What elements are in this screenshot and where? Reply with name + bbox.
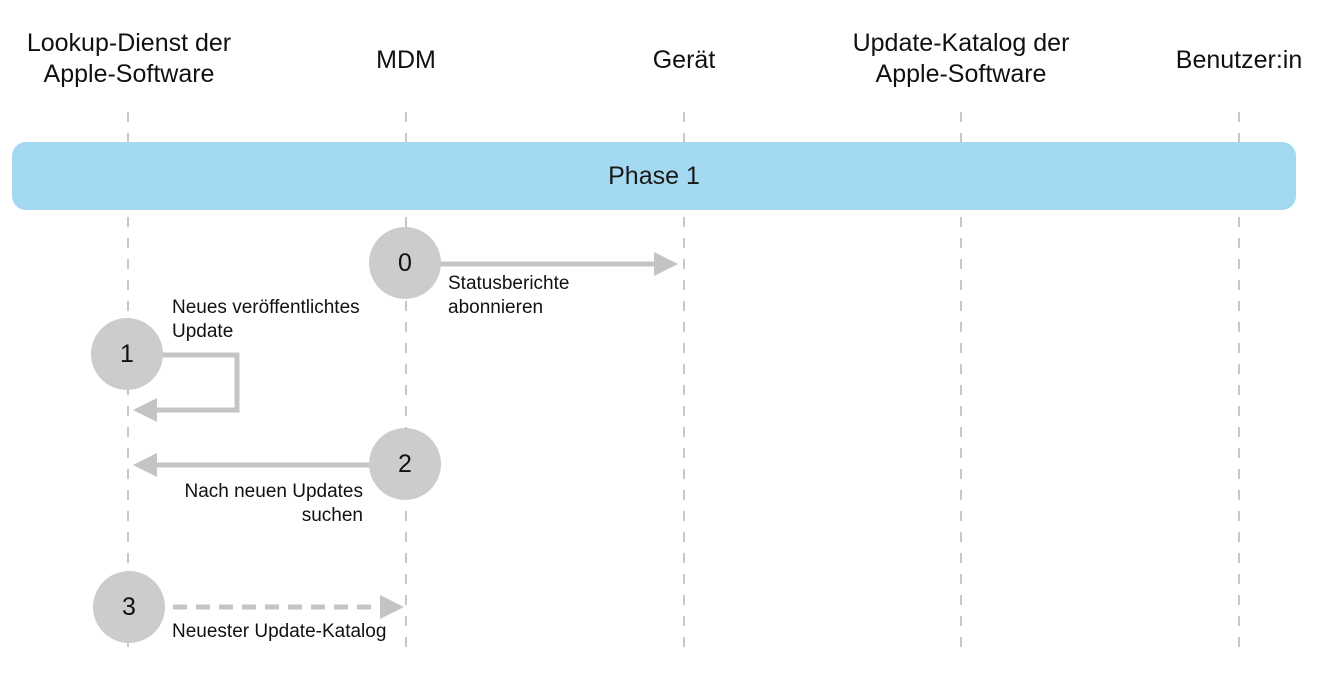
step-2-label-line2: suchen: [301, 505, 363, 526]
step-0-circle: 0: [369, 227, 441, 299]
arrow-step-1: [156, 352, 240, 413]
phase-label: Phase 1: [608, 161, 700, 190]
actor-lookup-line2: Apple-Software: [43, 60, 215, 88]
actor-mdm-line1: MDM: [376, 46, 436, 74]
actor-catalog-label: Update-Katalog der Apple-Software: [820, 28, 1102, 90]
step-3-circle: 3: [93, 571, 165, 643]
phase-bar: Phase 1: [12, 142, 1296, 210]
actor-lookup-line1: Lookup-Dienst der: [26, 29, 232, 57]
actor-user-label: Benutzer:in: [1159, 45, 1319, 76]
arrowhead-step-1: [133, 398, 157, 422]
step-1-label-line1: Neues veröffentlichtes: [172, 297, 360, 318]
arrowhead-step-2: [133, 453, 157, 477]
step-3-label-line1: Neuester Update-Katalog: [172, 621, 387, 642]
step-3-label: Neuester Update-Katalog: [172, 620, 386, 644]
actor-user-line1: Benutzer:in: [1175, 46, 1303, 74]
actor-device-line1: Gerät: [652, 46, 716, 74]
step-1-label-line2: Update: [172, 321, 234, 342]
step-0-number: 0: [398, 248, 412, 277]
actor-mdm-label: MDM: [326, 45, 486, 76]
step-0-label-line1: Statusberichte: [448, 273, 570, 294]
actor-catalog-line1: Update-Katalog der: [852, 29, 1070, 57]
step-2-label: Nach neuen Updates suchen: [140, 480, 363, 528]
step-2-circle: 2: [369, 428, 441, 500]
step-3-number: 3: [122, 592, 136, 621]
step-1-circle: 1: [91, 318, 163, 390]
step-2-number: 2: [398, 449, 412, 478]
step-2-label-line1: Nach neuen Updates: [184, 481, 363, 502]
step-0-label-line2: abonnieren: [448, 297, 544, 318]
step-0-label: Statusberichte abonnieren: [448, 272, 569, 320]
step-1-label: Neues veröffentlichtes Update: [172, 296, 360, 344]
actor-device-label: Gerät: [604, 45, 764, 76]
actor-lookup-label: Lookup-Dienst der Apple-Software: [0, 28, 258, 90]
step-1-number: 1: [120, 339, 134, 368]
actor-catalog-line2: Apple-Software: [875, 60, 1047, 88]
arrowhead-step-3: [380, 595, 404, 619]
arrowhead-step-0: [654, 252, 678, 276]
